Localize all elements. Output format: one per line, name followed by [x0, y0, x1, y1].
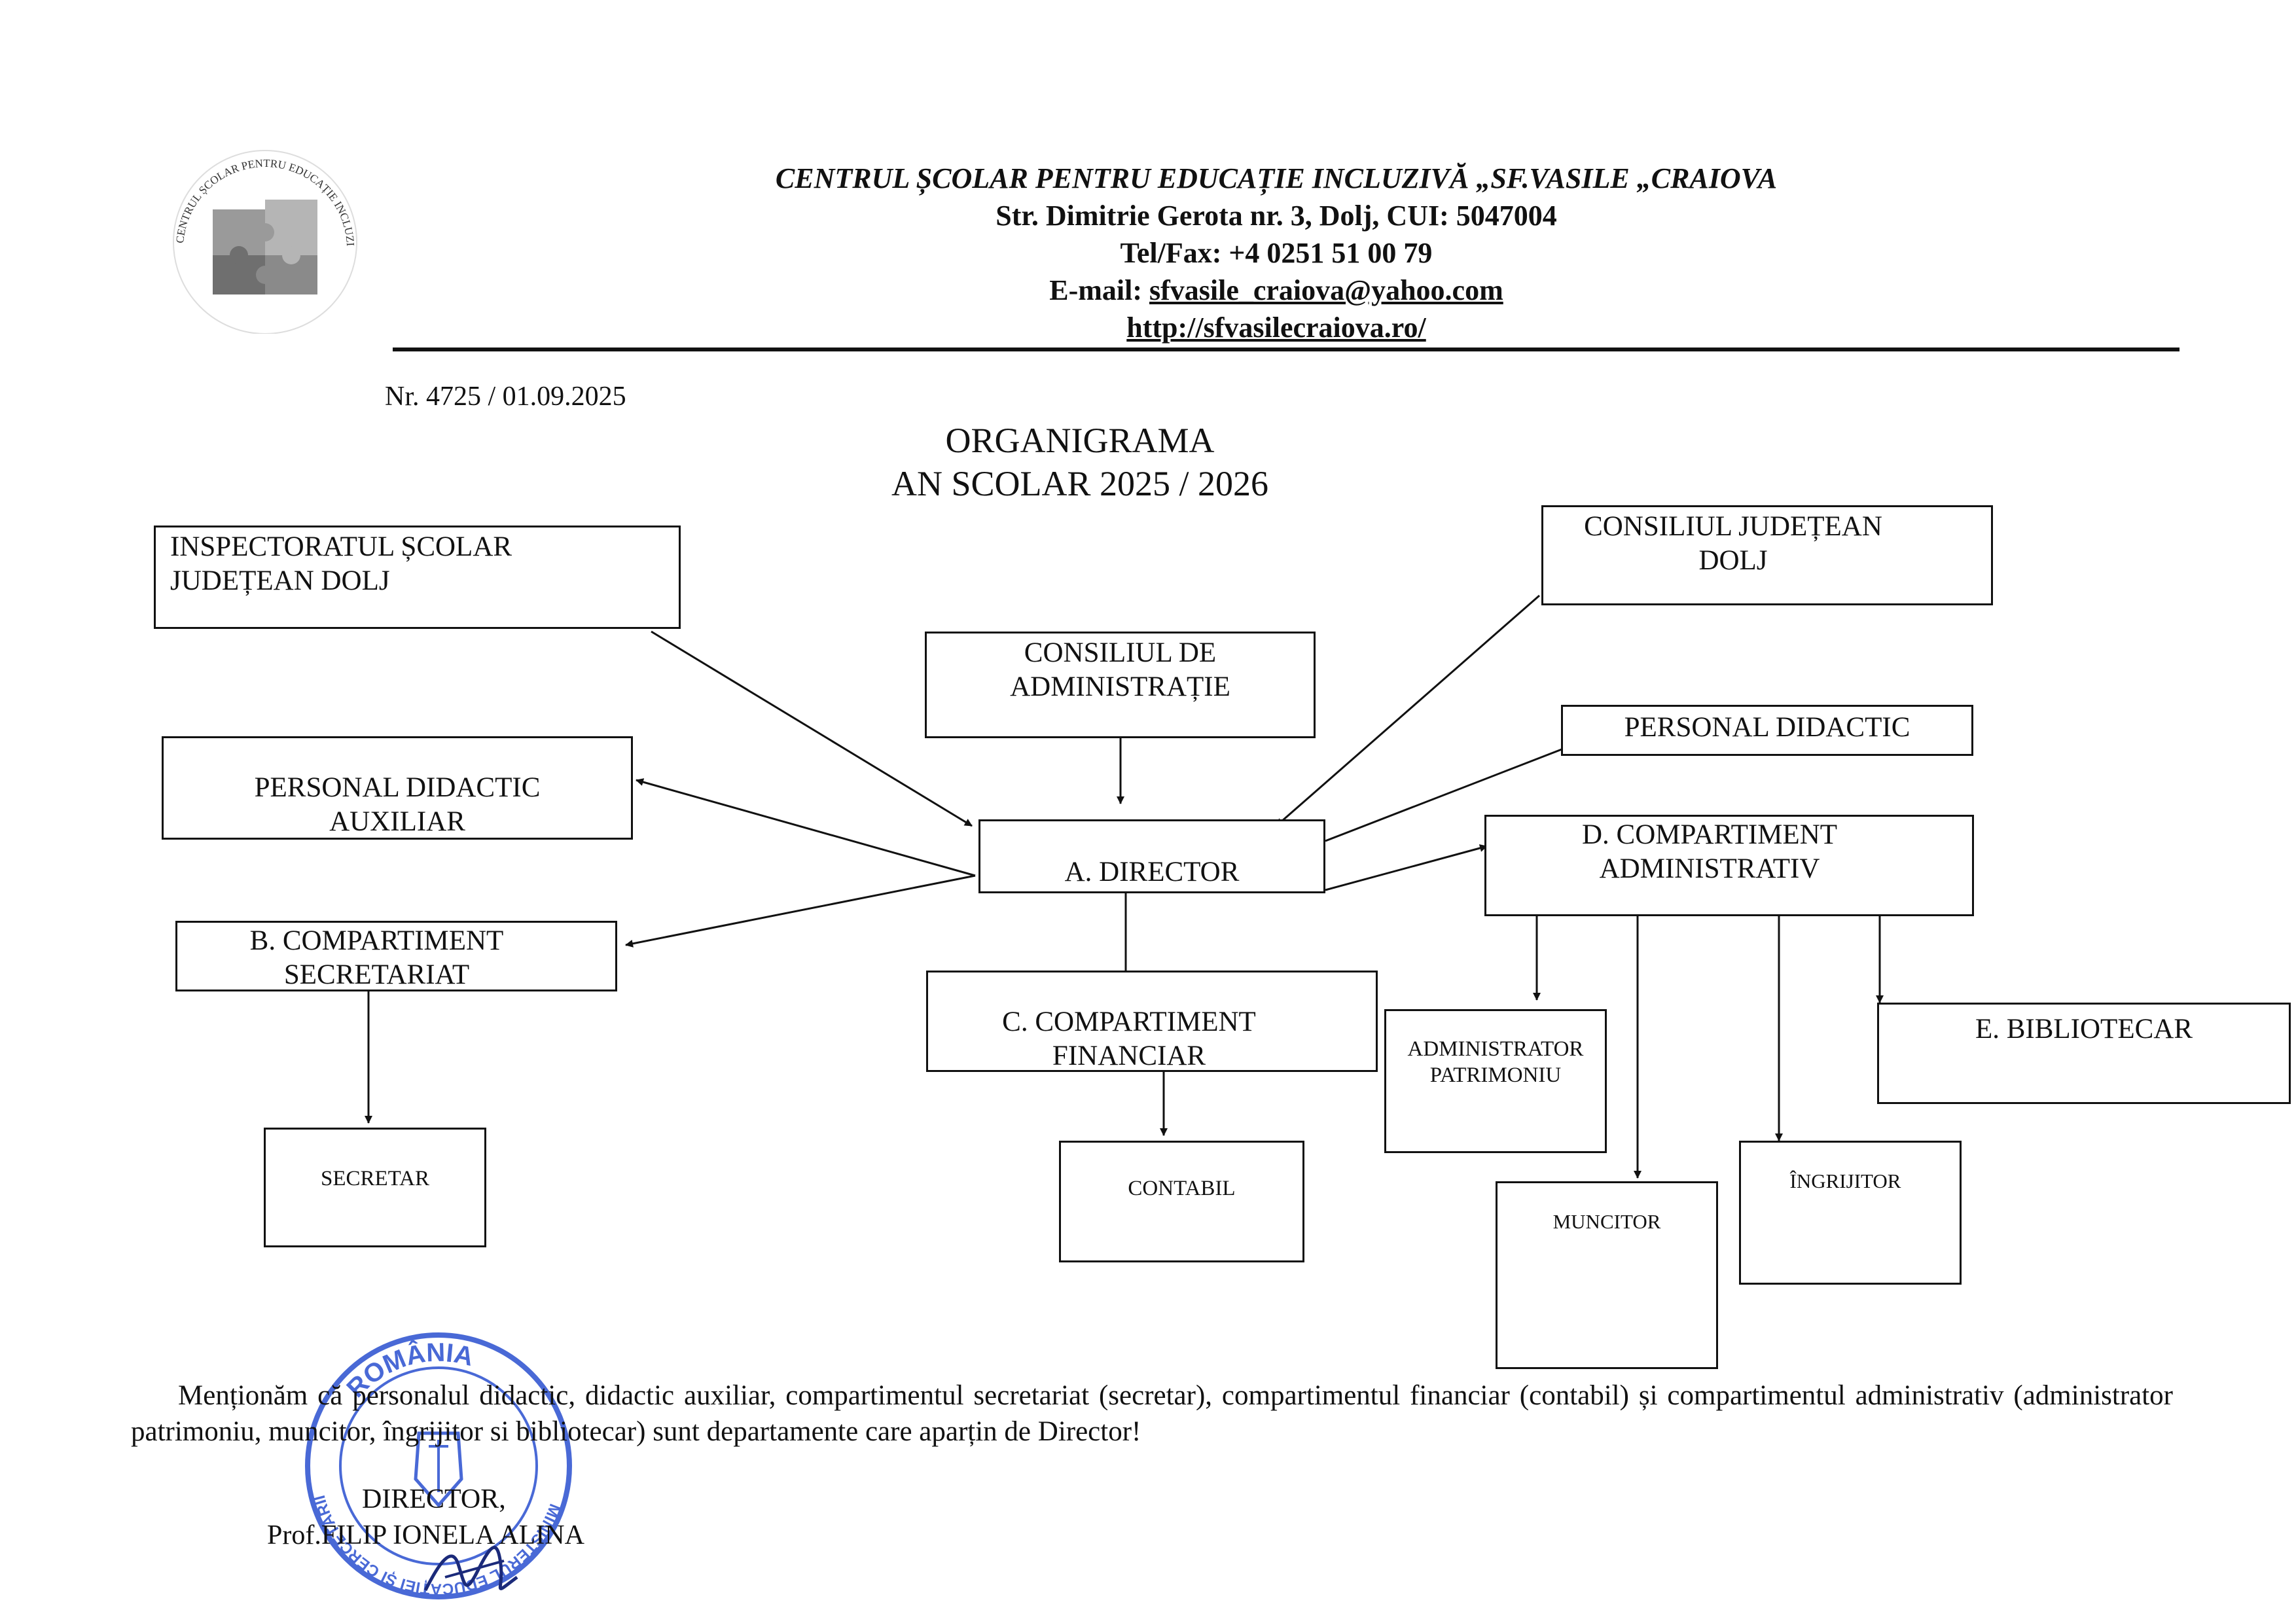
footer-note: Menționăm că personalul didactic, didact… — [131, 1380, 2173, 1447]
box-compartiment-administrativ-label: D. COMPARTIMENT ADMINISTRATIV — [1581, 819, 1838, 884]
box-administrator-patrimoniu-label: ADMINISTRATOR PATRIMONIU — [1407, 1037, 1584, 1087]
title-line-2: AN SCOLAR 2025 / 2026 — [891, 464, 1269, 503]
website-link[interactable]: http://sfvasilecraiova.ro/ — [1126, 312, 1426, 344]
box-compartiment-administrativ: D. COMPARTIMENT ADMINISTRATIV — [1484, 815, 1974, 916]
box-secretar: SECRETAR — [264, 1128, 486, 1247]
arrow-director-secretariat — [625, 874, 976, 948]
box-personal-auxiliar-label: PERSONAL DIDACTIC AUXILIAR — [254, 772, 541, 837]
arrow-director-didactic — [1325, 737, 1591, 842]
box-consiliul-judetean-label: CONSILIUL JUDEȚEAN DOLJ — [1584, 511, 1882, 576]
institution-name: CENTRUL ȘCOLAR PENTRU EDUCAȚIE INCLUZIVĂ… — [775, 162, 1778, 194]
arrow-cj-director — [1276, 594, 1540, 827]
box-consiliul-judetean: CONSILIUL JUDEȚEAN DOLJ — [1541, 505, 1993, 605]
box-compartiment-financiar-label: C. COMPARTIMENT FINANCIAR — [1002, 1007, 1256, 1071]
box-ingrijitor-label: ÎNGRIJITOR — [1789, 1169, 1901, 1192]
box-bibliotecar-label: E. BIBLIOTECAR — [1975, 1014, 2193, 1044]
box-compartiment-financiar: C. COMPARTIMENT FINANCIAR — [926, 971, 1378, 1072]
box-consiliul-administratie: CONSILIUL DE ADMINISTRAȚIE — [925, 632, 1316, 738]
box-consiliul-administratie-label: CONSILIUL DE ADMINISTRAȚIE — [1010, 637, 1230, 702]
box-compartiment-secretariat: B. COMPARTIMENT SECRETARIAT — [175, 921, 617, 991]
box-contabil: CONTABIL — [1059, 1141, 1304, 1262]
arrow-director-auxiliar — [636, 778, 976, 877]
signature-name: Prof.FILIP IONELA ALINA — [267, 1520, 584, 1550]
institution-phone: Tel/Fax: +4 0251 51 00 79 — [1120, 237, 1433, 269]
box-personal-auxiliar: PERSONAL DIDACTIC AUXILIAR — [162, 736, 633, 840]
box-bibliotecar: E. BIBLIOTECAR — [1877, 1003, 2291, 1104]
box-administrator-patrimoniu: ADMINISTRATOR PATRIMONIU — [1384, 1009, 1607, 1153]
arrow-director-administrativ — [1325, 844, 1488, 891]
handwritten-signature — [419, 1525, 524, 1610]
box-compartiment-secretariat-label: B. COMPARTIMENT SECRETARIAT — [249, 925, 504, 990]
school-logo: CENTRUL ȘCOLAR PENTRU EDUCAȚIE INCLUZIVĂ… — [153, 128, 373, 334]
arrow-isj-director — [651, 630, 973, 827]
box-secretar-label: SECRETAR — [320, 1167, 430, 1190]
institution-email-line: E-mail: sfvasile_craiova@yahoo.com — [393, 272, 2160, 309]
box-ingrijitor: ÎNGRIJITOR — [1739, 1141, 1962, 1285]
box-personal-didactic: PERSONAL DIDACTIC — [1561, 705, 1973, 756]
email-label: E-mail: — [1049, 274, 1149, 306]
official-stamp: ROMÂNIA MINISTERUL EDUCAȚIEI ȘI CERCETĂR… — [295, 1322, 583, 1610]
email-link[interactable]: sfvasile_craiova@yahoo.com — [1149, 274, 1503, 306]
title-line-1: ORGANIGRAMA — [945, 421, 1215, 460]
box-muncitor-label: MUNCITOR — [1552, 1210, 1661, 1233]
box-isj: INSPECTORATUL ȘCOLAR JUDEȚEAN DOLJ — [154, 526, 681, 629]
box-isj-label: INSPECTORATUL ȘCOLAR JUDEȚEAN DOLJ — [170, 531, 512, 596]
box-director-label: A. DIRECTOR — [1064, 857, 1240, 887]
header-divider — [393, 348, 2179, 351]
box-personal-didactic-label: PERSONAL DIDACTIC — [1624, 712, 1910, 743]
box-muncitor: MUNCITOR — [1496, 1181, 1718, 1369]
box-director: A. DIRECTOR — [978, 819, 1325, 893]
institution-address: Str. Dimitrie Gerota nr. 3, Dolj, CUI: 5… — [996, 200, 1557, 232]
signature-role: DIRECTOR, — [362, 1484, 506, 1514]
document-number: Nr. 4725 / 01.09.2025 — [385, 382, 626, 412]
box-contabil-label: CONTABIL — [1128, 1177, 1236, 1200]
